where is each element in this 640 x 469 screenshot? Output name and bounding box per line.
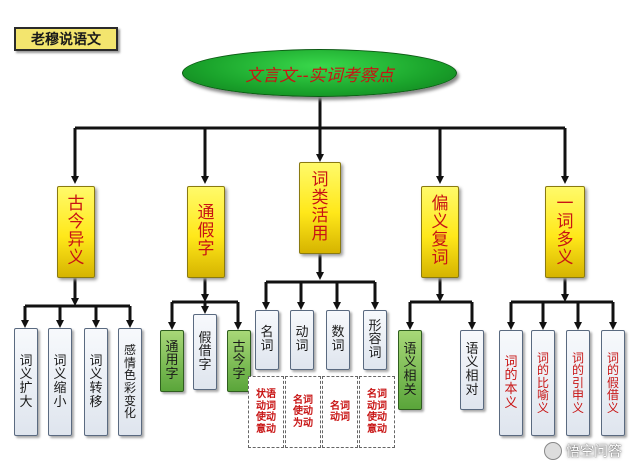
usage-note-noun: 状语动词使动意动 [248,376,284,448]
root-node: 文言文--实词考察点 [182,49,457,97]
category-partial-meaning-compound: 偏义复词 [421,186,459,278]
author-badge: 老穆说语文 [14,27,118,51]
leaf-verb: 动词 [290,310,314,370]
leaf-original-meaning: 词的本义 [499,330,523,436]
wukong-logo-icon [544,442,562,460]
leaf-metaphorical-meaning: 词的比喻义 [531,330,555,436]
watermark: 悟空问答 [544,441,622,461]
leaf-meaning-broadened: 词义扩大 [14,328,38,436]
category-polysemy: 一词多义 [545,186,585,278]
category-ancient-modern-meaning: 古今异义 [57,186,95,278]
leaf-opposite-meaning: 语义相对 [460,330,484,410]
leaf-numeral: 数词 [326,310,350,370]
category-interchangeable-characters: 通假字 [187,186,225,278]
leaf-adjective: 形容词 [363,310,387,370]
leaf-related-meaning: 语义相关 [398,330,422,410]
leaf-meaning-shifted: 词义转移 [84,328,108,436]
leaf-meaning-narrowed: 词义缩小 [48,328,72,436]
usage-note-verb: 名词使动为动 [285,376,321,448]
category-part-of-speech-shift: 词类活用 [299,162,341,254]
leaf-loan-character: 假借字 [193,314,217,390]
leaf-ancient-modern-character: 古今字 [227,330,251,392]
leaf-borrowed-meaning: 词的假借义 [601,330,625,436]
leaf-extended-meaning: 词的引申义 [566,330,590,436]
usage-note-adjective: 名词动词使动意动 [359,376,395,448]
leaf-noun: 名词 [255,310,279,370]
leaf-common-character: 通用字 [160,330,184,392]
watermark-text: 悟空问答 [566,444,622,460]
usage-note-numeral: 名词动词 [322,376,358,448]
leaf-connotation-change: 感情色彩变化 [118,328,142,436]
